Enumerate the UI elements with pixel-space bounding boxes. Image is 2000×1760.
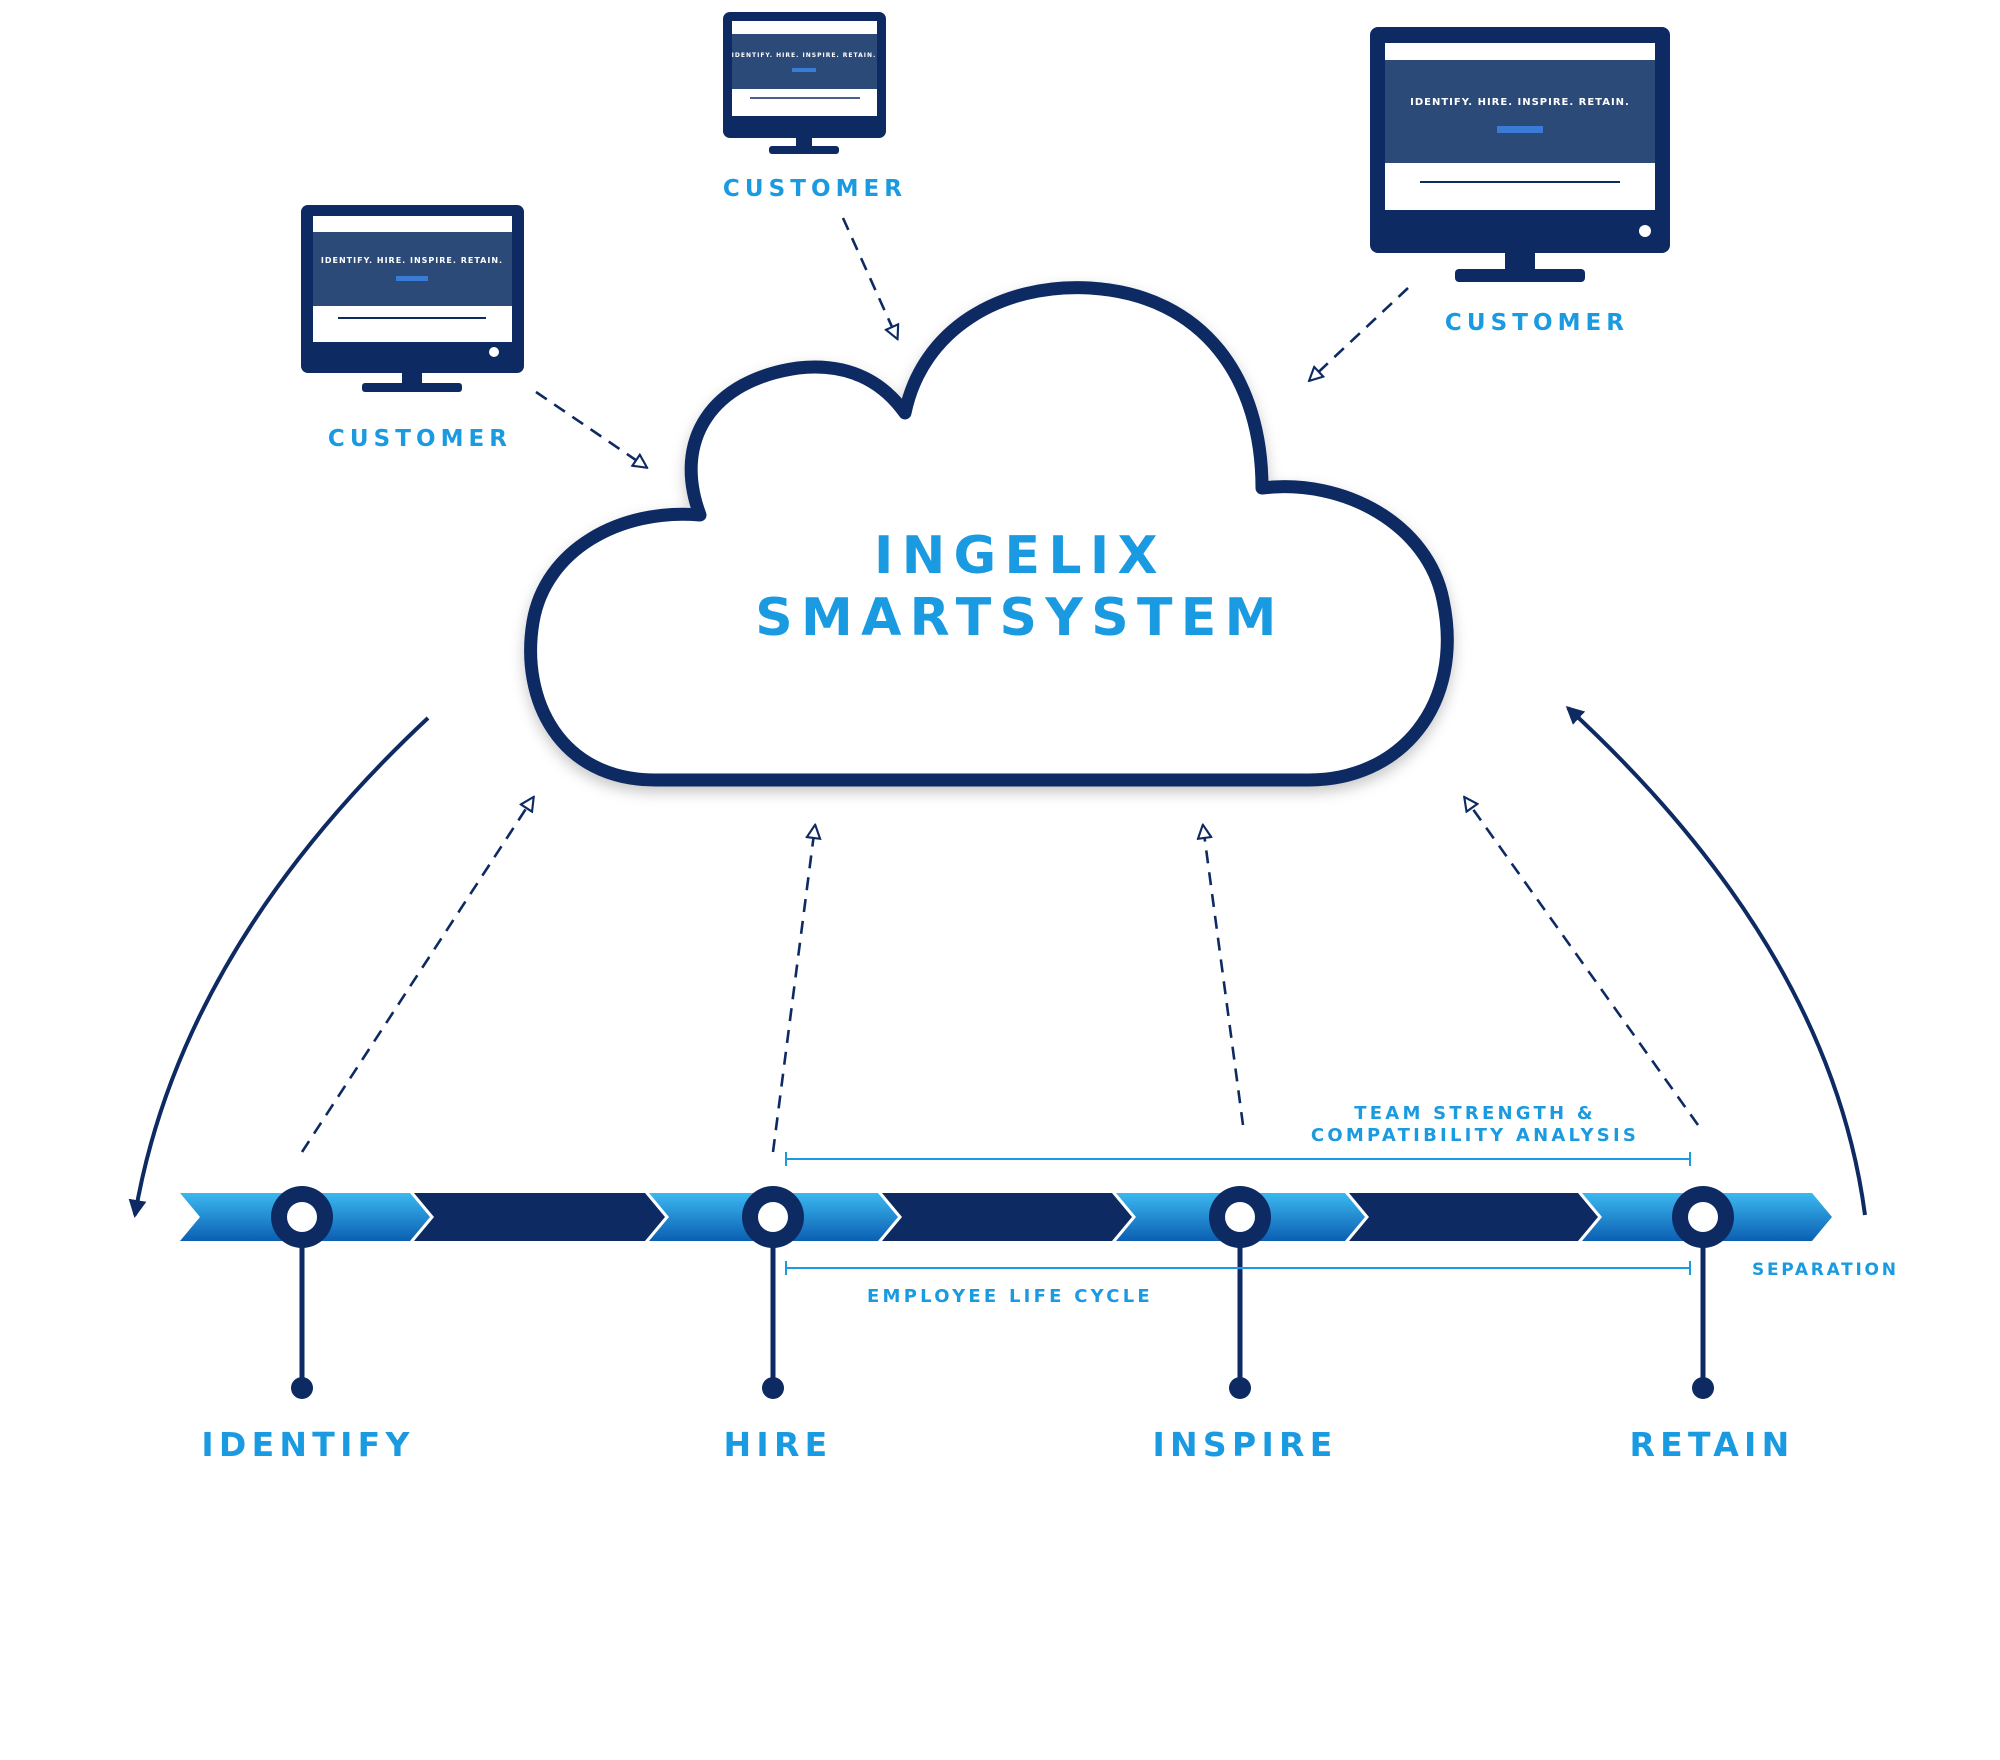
screen-headline: IDENTIFY. HIRE. INSPIRE. RETAIN. xyxy=(1410,97,1630,108)
customer-center-arrow xyxy=(841,217,897,338)
cloud-title-line1: INGELIX xyxy=(874,526,1166,586)
customer-monitor-left: IDENTIFY. HIRE. INSPIRE. RETAIN. xyxy=(301,205,524,392)
cloud-title: INGELIX SMARTSYSTEM xyxy=(755,525,1284,650)
stage-node-retain xyxy=(1672,1186,1734,1399)
screen-headline: IDENTIFY. HIRE. INSPIRE. RETAIN. xyxy=(321,256,503,265)
customer-left-arrow xyxy=(535,390,646,467)
team-strength-line2: COMPATIBILITY ANALYSIS xyxy=(1310,1124,1640,1146)
team-strength-line1: TEAM STRENGTH & xyxy=(1354,1103,1596,1124)
separation-label: SEPARATION xyxy=(1752,1260,1899,1280)
hire-arrow xyxy=(771,826,815,1153)
team-strength-label: TEAM STRENGTH & COMPATIBILITY ANALYSIS xyxy=(1311,1103,1639,1146)
stage-label-retain: RETAIN xyxy=(1629,1425,1795,1464)
screen-headline: IDENTIFY. HIRE. INSPIRE. RETAIN. xyxy=(732,52,877,59)
customer-label-center: CUSTOMER xyxy=(722,176,908,202)
stage-label-inspire: INSPIRE xyxy=(1152,1425,1338,1464)
stage-node-identify xyxy=(271,1186,333,1399)
cloud-title-line2: SMARTSYSTEM xyxy=(755,588,1285,649)
stage-node-hire xyxy=(742,1186,804,1399)
cycle-arrow-left xyxy=(128,716,430,1218)
cloud-icon xyxy=(524,281,1454,787)
inspire-arrow xyxy=(1203,826,1245,1126)
stage-label-hire: HIRE xyxy=(723,1425,833,1464)
customer-label-right: CUSTOMER xyxy=(1444,310,1630,336)
retain-arrow xyxy=(1465,798,1700,1126)
customer-label-left: CUSTOMER xyxy=(327,426,513,452)
lifecycle-chevron-bar xyxy=(180,1193,1832,1241)
identify-arrow xyxy=(300,798,533,1153)
customer-right-arrow xyxy=(1310,287,1409,380)
cycle-arrow-right xyxy=(1565,705,1867,1216)
customer-monitor-right: IDENTIFY. HIRE. INSPIRE. RETAIN. xyxy=(1370,27,1670,282)
employee-life-cycle-label: EMPLOYEE LIFE CYCLE xyxy=(867,1286,1153,1307)
customer-monitor-center: IDENTIFY. HIRE. INSPIRE. RETAIN. xyxy=(723,12,886,154)
stage-node-inspire xyxy=(1209,1186,1271,1399)
stage-label-identify: IDENTIFY xyxy=(201,1425,415,1464)
